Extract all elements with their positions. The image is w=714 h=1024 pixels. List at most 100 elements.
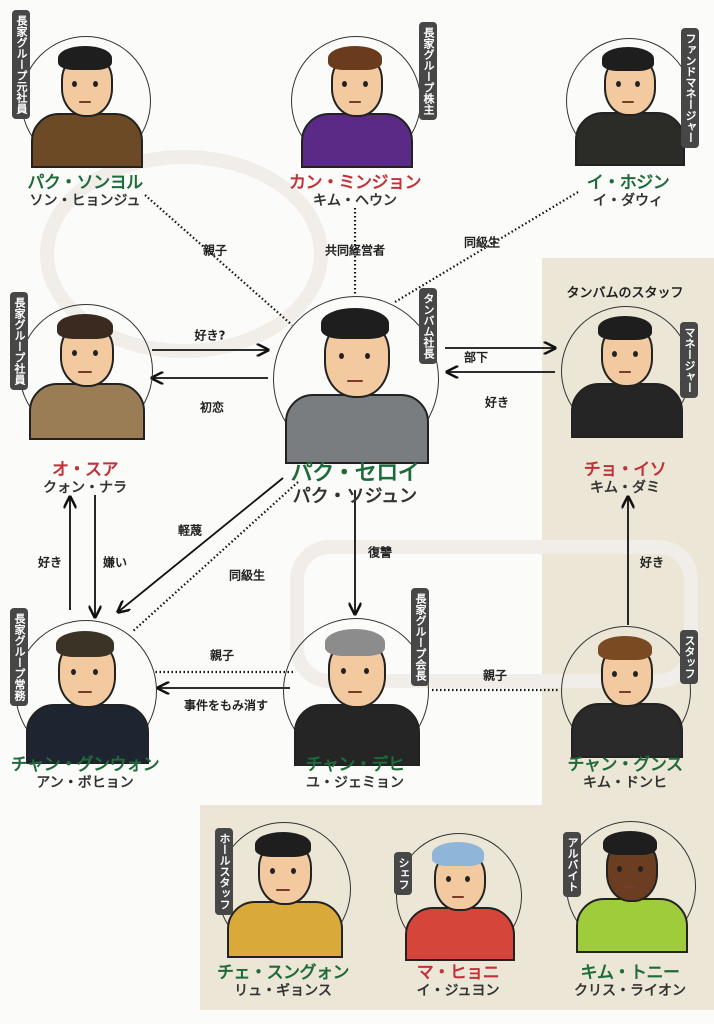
group-title: タンバムのスタッフ (566, 286, 684, 301)
relation-label: 部下 (463, 350, 489, 365)
avatar-body (575, 897, 689, 953)
avatar-hair (601, 47, 655, 71)
relation-label: 親子 (209, 648, 235, 663)
avatar-body (28, 383, 146, 440)
relation-label: 初恋 (199, 400, 225, 415)
avatar-body (300, 112, 414, 168)
role-tag: タンバム社長 (419, 288, 437, 364)
character-name: チャン・グンス (567, 755, 684, 775)
role-tag: マネージャー (680, 322, 698, 398)
role-tag: 長家グループ常務 (10, 608, 28, 706)
avatar-mouth (78, 101, 92, 104)
avatar-mouth (276, 889, 290, 892)
avatar-eye (340, 668, 346, 675)
avatar-body (575, 112, 685, 166)
avatar-eye (637, 865, 643, 872)
avatar-body (226, 901, 344, 958)
avatar-hair (58, 45, 112, 70)
avatar-eye (92, 350, 98, 357)
avatar-eye (71, 350, 77, 357)
actor-name: パク・ソジュン (292, 486, 418, 507)
avatar-hair (598, 635, 652, 660)
relation-label: 好き (484, 395, 510, 410)
actor-name: クリス・ライオン (574, 983, 686, 999)
avatar-mouth (78, 691, 92, 694)
actor-name: イ・ダウィ (593, 193, 663, 209)
avatar-hair (255, 831, 311, 857)
avatar-eye (617, 865, 623, 872)
avatar-mouth (451, 896, 465, 899)
character-name: イ・ホジン (586, 173, 670, 193)
actor-name: キム・ダミ (590, 480, 660, 496)
role-tag: シェフ (394, 852, 412, 895)
avatar-eye (635, 81, 641, 88)
avatar-eye (92, 80, 98, 87)
relation-dotted-line (144, 194, 293, 326)
role-tag: 長家グループ元社員 (12, 10, 30, 119)
relation-label: 親子 (482, 668, 508, 683)
avatar-eye (364, 353, 370, 360)
avatar-hair (328, 45, 382, 70)
avatar-body (570, 382, 684, 438)
actor-name: イ・ジュヨン (416, 983, 500, 999)
avatar-eye (338, 353, 344, 360)
role-tag: 長家グループ社員 (10, 292, 28, 390)
character-name: チョ・イソ (583, 460, 667, 480)
character-name: チャン・グンウォン (10, 755, 160, 775)
role-tag: ファンドマネージャー (681, 28, 699, 148)
character-name: カン・ミンジョン (289, 173, 422, 193)
avatar-mouth (347, 691, 363, 694)
avatar-mouth (621, 101, 635, 104)
avatar-hair (320, 308, 390, 340)
avatar-hair (598, 315, 652, 340)
avatar-mouth (78, 371, 92, 374)
avatar-eye (72, 80, 78, 87)
avatar-eye (269, 868, 275, 875)
character-name: チェ・スングォン (217, 963, 350, 983)
character-name: オ・スア (52, 460, 119, 480)
relation-label: 好き (639, 555, 665, 570)
role-tag: ホールスタッフ (215, 828, 233, 915)
relation-label: 同級生 (463, 235, 501, 250)
avatar-eye (632, 350, 638, 357)
actor-name: ソン・ヒョンジュ (29, 193, 141, 209)
relation-label: 復讐 (367, 545, 393, 560)
character-name: マ・ヒョニ (416, 963, 500, 983)
actor-name: キム・ヘウン (313, 193, 397, 209)
character-name: パク・ソンヨル (27, 173, 143, 193)
avatar-eye (342, 80, 348, 87)
avatar-body (285, 394, 429, 464)
relation-label: 親子 (202, 243, 228, 258)
avatar-eye (93, 669, 99, 675)
avatar-eye (445, 876, 451, 883)
avatar-hair (324, 628, 386, 657)
role-tag: アルバイト (563, 832, 581, 897)
relation-label: 共同経営者 (324, 243, 386, 258)
character-name: チャン・デヒ (305, 755, 405, 775)
role-tag: 長家グループ株主 (419, 22, 437, 120)
avatar-body (570, 702, 684, 758)
actor-name: ユ・ジェミョン (306, 775, 404, 791)
role-tag: スタッフ (680, 630, 698, 684)
avatar-mouth (348, 101, 362, 104)
relation-dotted-line (131, 481, 299, 633)
relation-label: 軽蔑 (177, 523, 203, 538)
relation-label: 好き (37, 555, 63, 570)
avatar-hair (603, 830, 657, 855)
avatar-eye (362, 80, 368, 87)
avatar-body (30, 112, 144, 168)
relation-label: 事件をもみ消す (183, 698, 269, 713)
avatar-eye (290, 868, 296, 875)
avatar-hair (431, 842, 485, 866)
actor-name: リュ・ギョンス (234, 983, 332, 999)
character-name: パク・セロイ (290, 461, 420, 486)
actor-name: キム・ドンヒ (583, 775, 667, 791)
avatar-mouth (618, 371, 632, 374)
relation-label: 嫌い (102, 555, 128, 570)
avatar-eye (632, 670, 638, 677)
avatar-eye (465, 876, 471, 883)
avatar-eye (612, 350, 618, 357)
actor-name: アン・ボヒョン (36, 775, 134, 791)
avatar-mouth (623, 886, 637, 889)
